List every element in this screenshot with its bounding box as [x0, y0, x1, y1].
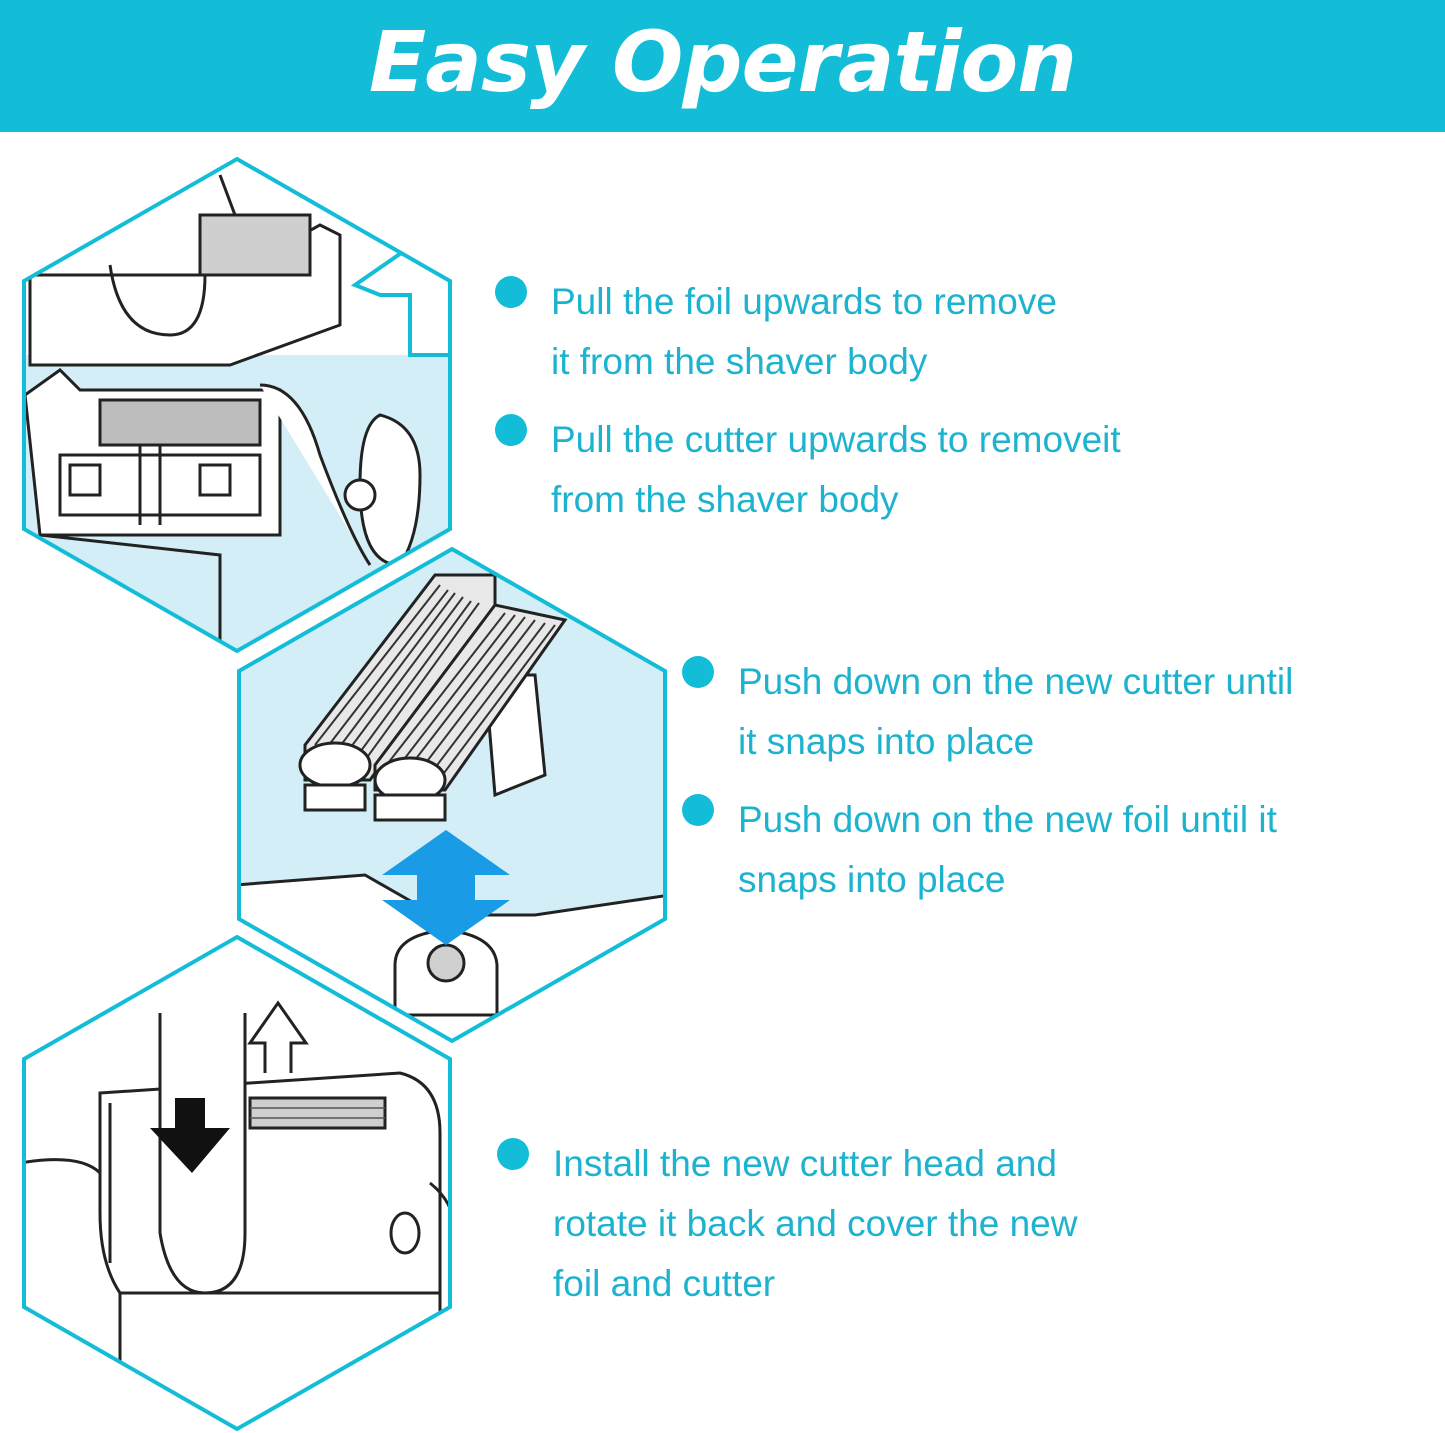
step-line: Push down on the new foil until it: [738, 799, 1277, 840]
step-line: Push down on the new cutter until: [738, 661, 1294, 702]
list-item: Push down on the new foil until it snaps…: [682, 790, 1293, 910]
list-item: Install the new cutter head and rotate i…: [497, 1134, 1077, 1314]
bullet-dot-icon: [495, 414, 527, 446]
cutter-insertion-illustration-icon: [235, 545, 670, 1045]
step-line: Install the new cutter head and: [553, 1143, 1057, 1184]
list-item: Push down on the new cutter until it sna…: [682, 652, 1293, 772]
bullet-dot-icon: [495, 276, 527, 308]
step-line: snaps into place: [738, 859, 1006, 900]
page-title: Easy Operation: [368, 13, 1077, 111]
step-line: Pull the cutter upwards to removeit: [551, 419, 1121, 460]
list-item: Pull the foil upwards to remove it from …: [495, 272, 1121, 392]
step-line: it from the shaver body: [551, 341, 928, 382]
step-line: Pull the foil upwards to remove: [551, 281, 1057, 322]
bullet-dot-icon: [497, 1138, 529, 1170]
list-item: Pull the cutter upwards to removeit from…: [495, 410, 1121, 530]
bullet-dot-icon: [682, 794, 714, 826]
bullet-dot-icon: [682, 656, 714, 688]
step-group-install: Install the new cutter head and rotate i…: [497, 1134, 1077, 1332]
step-group-insert: Push down on the new cutter until it sna…: [682, 652, 1293, 928]
step-line: rotate it back and cover the new: [553, 1203, 1078, 1244]
header-banner: Easy Operation: [0, 0, 1445, 132]
step-line: foil and cutter: [553, 1263, 776, 1304]
step-group-remove: Pull the foil upwards to remove it from …: [495, 272, 1121, 548]
step-line: it snaps into place: [738, 721, 1035, 762]
head-installation-illustration-icon: [20, 933, 455, 1433]
step-line: from the shaver body: [551, 479, 899, 520]
